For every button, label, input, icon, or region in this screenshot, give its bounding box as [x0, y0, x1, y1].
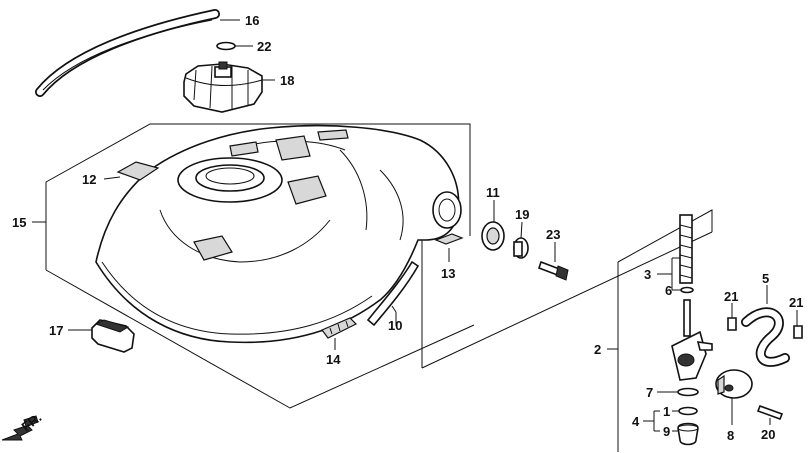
- callout-8: 8: [727, 428, 734, 443]
- cushion-rubber-12: [116, 161, 160, 181]
- callout-5: 5: [762, 271, 769, 286]
- grommet: [481, 221, 505, 251]
- callout-12: 12: [82, 172, 96, 187]
- callout-4: 4: [632, 414, 640, 429]
- tank-group-frame: [45, 123, 475, 409]
- clip-left: [727, 317, 737, 331]
- front-direction-arrow: [1, 415, 39, 441]
- callout-1: 1: [663, 404, 670, 419]
- callout-17: 17: [49, 323, 63, 338]
- callout-18: 18: [280, 73, 294, 88]
- callout-9: 9: [663, 424, 670, 439]
- callout-2: 2: [594, 342, 601, 357]
- callout-16: 16: [245, 13, 259, 28]
- fuel-cap: [183, 61, 263, 113]
- bolt-23: [537, 260, 569, 281]
- cushion-rubber-14: [321, 317, 358, 339]
- packing-7: [677, 387, 699, 397]
- side-cushion-17: [91, 319, 135, 353]
- callout-21-left: 21: [724, 289, 738, 304]
- callout-21-right: 21: [789, 295, 803, 310]
- fuel-cock-valve: [671, 299, 713, 381]
- callout-14: 14: [326, 352, 341, 367]
- callout-22: 22: [257, 39, 271, 54]
- o-ring: [216, 41, 236, 51]
- bolt-20: [756, 404, 784, 421]
- fuel-cup-9: [677, 422, 699, 446]
- callout-19: 19: [515, 207, 529, 222]
- callout-10: 10: [388, 318, 402, 333]
- breather-tube: [35, 9, 220, 97]
- callout-6: 6: [665, 283, 672, 298]
- o-ring-6: [680, 286, 694, 294]
- callout-20: 20: [761, 427, 775, 442]
- callout-13: 13: [441, 266, 455, 281]
- fuel-strainer: [679, 214, 693, 284]
- clip-right: [793, 325, 803, 339]
- collar: [513, 237, 529, 259]
- rubber-strip: [366, 260, 420, 327]
- callout-7: 7: [646, 385, 653, 400]
- callout-11: 11: [486, 185, 500, 200]
- fuel-tank-body: [95, 124, 462, 344]
- leader-lines: [32, 19, 798, 432]
- o-ring-1: [678, 406, 698, 416]
- callout-15: 15: [12, 215, 26, 230]
- lever-plate-8: [715, 369, 753, 399]
- cushion-rubber-13: [434, 233, 464, 245]
- callout-3: 3: [644, 267, 651, 282]
- callout-23: 23: [546, 227, 560, 242]
- fuel-cock-group-frame: [421, 209, 713, 452]
